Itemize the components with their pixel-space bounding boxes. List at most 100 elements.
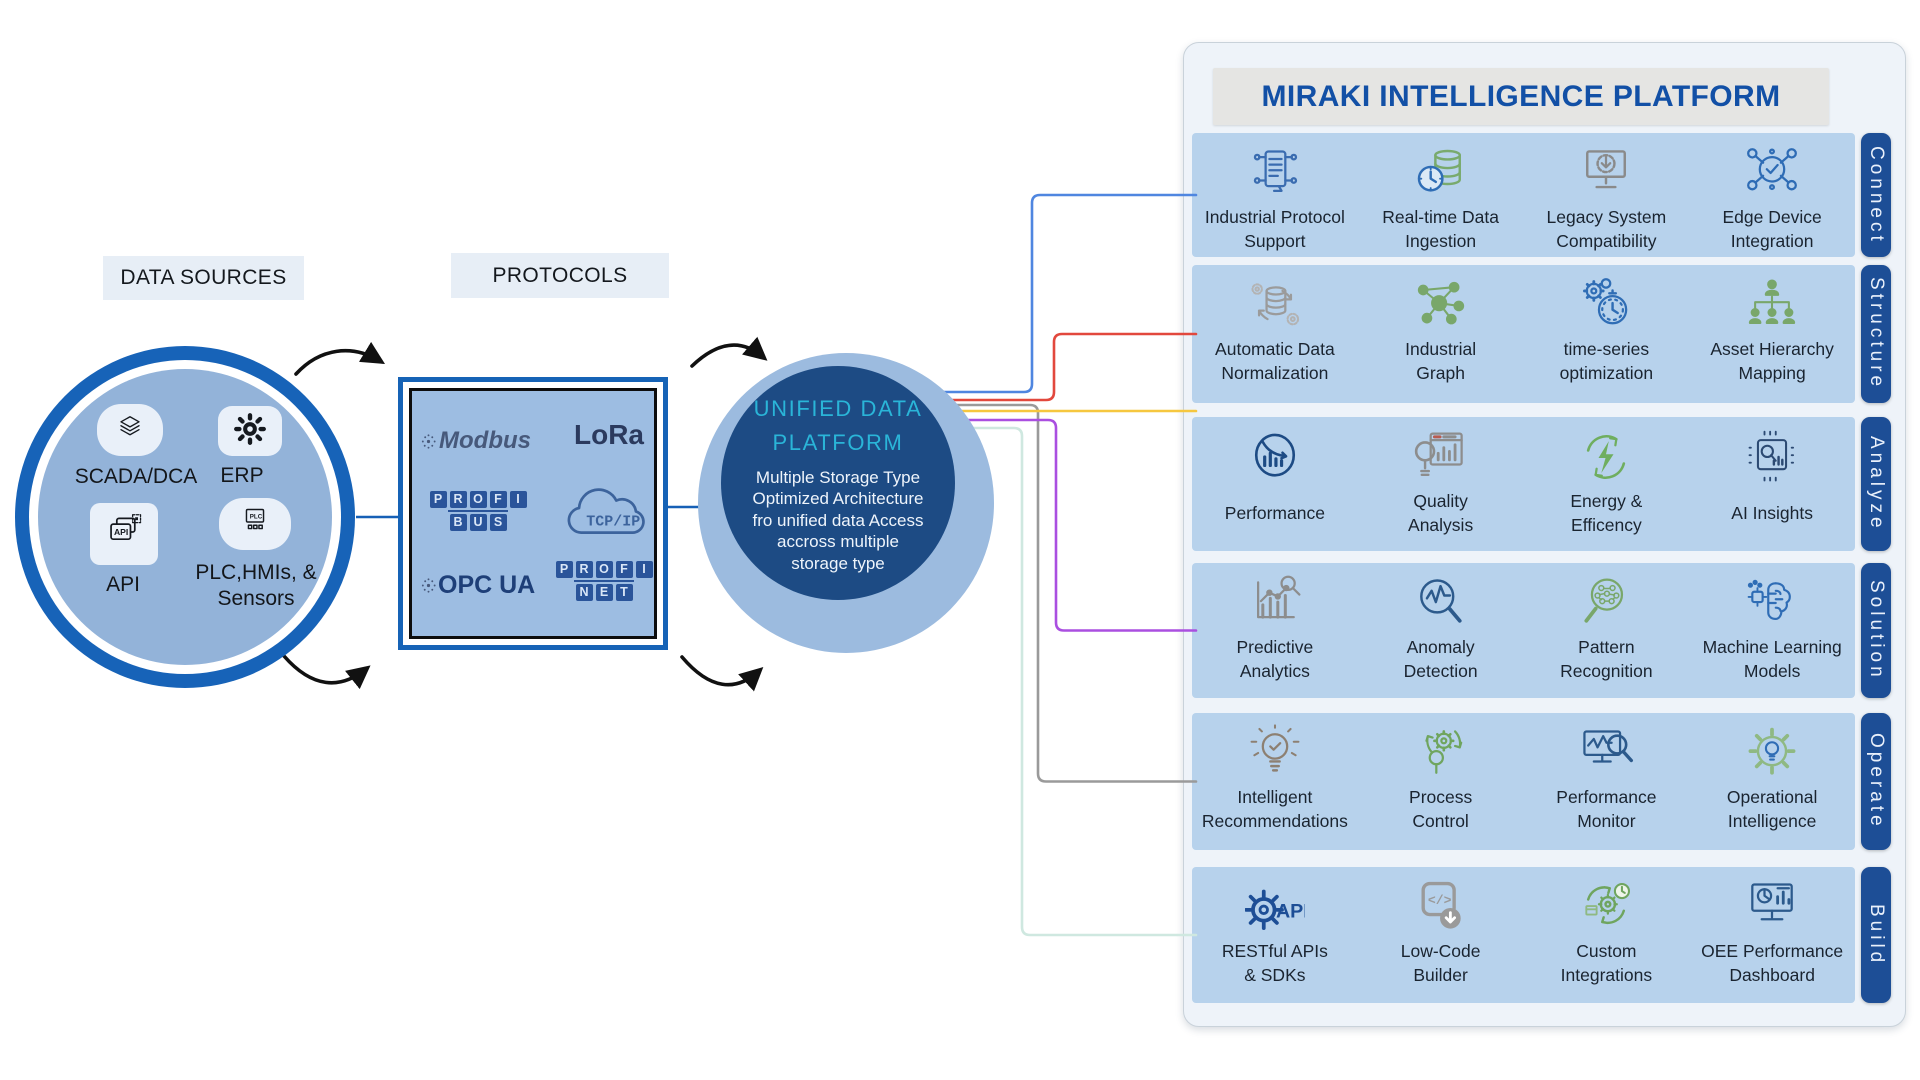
source-chip-erp xyxy=(218,406,282,456)
category-tab-build: Build xyxy=(1861,867,1891,1003)
category-tab-label: Operate xyxy=(1866,733,1887,830)
feature-restful-apis-sdks: API RESTful APIs& SDKs xyxy=(1192,867,1358,1003)
restful-api-icon: API xyxy=(1244,876,1305,938)
feature-label: Performance xyxy=(1224,502,1325,523)
source-chip-api: API xyxy=(90,503,158,565)
performance-icon xyxy=(1245,426,1305,488)
legacy-system-icon xyxy=(1576,142,1636,204)
quality-analysis-icon xyxy=(1411,426,1471,488)
protocols-label-text: PROTOCOLS xyxy=(492,263,628,287)
intelligent-reco-icon xyxy=(1245,722,1305,784)
svg-text:API: API xyxy=(114,526,128,536)
pattern-icon xyxy=(1576,572,1636,634)
source-label: PLC,HMIs, &Sensors xyxy=(195,561,317,610)
performance-monitor-icon xyxy=(1576,722,1636,784)
protocol-logo-modbus: Modbus xyxy=(420,427,531,455)
source-chip-scada-dca xyxy=(97,404,163,456)
data-sources-circle xyxy=(15,346,355,688)
plc-icon: PLC xyxy=(234,501,276,548)
oee-dashboard-icon xyxy=(1742,876,1802,938)
realtime-ingestion-icon xyxy=(1411,142,1471,204)
svg-text:PLC: PLC xyxy=(250,513,263,520)
category-tab-label: Solution xyxy=(1866,580,1887,681)
operational-intel-icon xyxy=(1742,722,1802,784)
auto-normalization-icon xyxy=(1245,274,1305,336)
category-tab-label: Structure xyxy=(1866,277,1887,391)
energy-icon xyxy=(1576,426,1636,488)
industrial-graph-icon xyxy=(1411,274,1471,336)
lowcode-icon: </> xyxy=(1411,876,1471,938)
category-tab-connect: Connect xyxy=(1861,133,1891,257)
category-tab-operate: Operate xyxy=(1861,713,1891,850)
data-sources-label-text: DATA SOURCES xyxy=(120,266,287,289)
platform-title-bar: MIRAKI INTELLIGENCE PLATFORM xyxy=(1213,68,1829,125)
source-label: API xyxy=(106,573,140,596)
svg-text:TCP/IP: TCP/IP xyxy=(586,514,640,530)
timeseries-icon xyxy=(1576,274,1636,336)
feature-energy-efficency: Energy &Efficency xyxy=(1524,417,1690,551)
platform-title: MIRAKI INTELLIGENCE PLATFORM xyxy=(1261,79,1781,113)
category-tab-label: Build xyxy=(1866,903,1887,967)
source-chip-plc-hmis-sensors: PLC xyxy=(219,498,291,550)
feature-label: AI Insights xyxy=(1731,502,1813,523)
process-control-icon xyxy=(1411,722,1471,784)
feature-label: Energy &Efficency xyxy=(1570,491,1643,535)
feature-label: RESTful APIs& SDKs xyxy=(1221,941,1328,985)
category-tab-analyze: Analyze xyxy=(1861,417,1891,551)
layers-icon xyxy=(112,410,148,451)
anomaly-icon xyxy=(1411,572,1471,634)
svg-text:API: API xyxy=(1276,900,1305,922)
category-tab-solution: Solution xyxy=(1861,563,1891,698)
protocol-logo-tcp-ip: TCP/IP xyxy=(558,483,658,550)
source-label: ERP xyxy=(220,464,264,487)
predictive-icon xyxy=(1245,572,1305,634)
edge-device-icon xyxy=(1742,142,1802,204)
feature-ai-insights: AI Insights xyxy=(1689,417,1855,551)
protocols-label: PROTOCOLS xyxy=(451,253,669,298)
data-sources-circle-gap xyxy=(29,360,341,674)
feature-performance: Performance xyxy=(1192,417,1358,551)
asset-hierarchy-icon xyxy=(1742,274,1802,336)
api-icon: API xyxy=(101,509,147,560)
svg-text:</>: </> xyxy=(1428,893,1452,908)
data-sources-label: DATA SOURCES xyxy=(103,256,304,300)
